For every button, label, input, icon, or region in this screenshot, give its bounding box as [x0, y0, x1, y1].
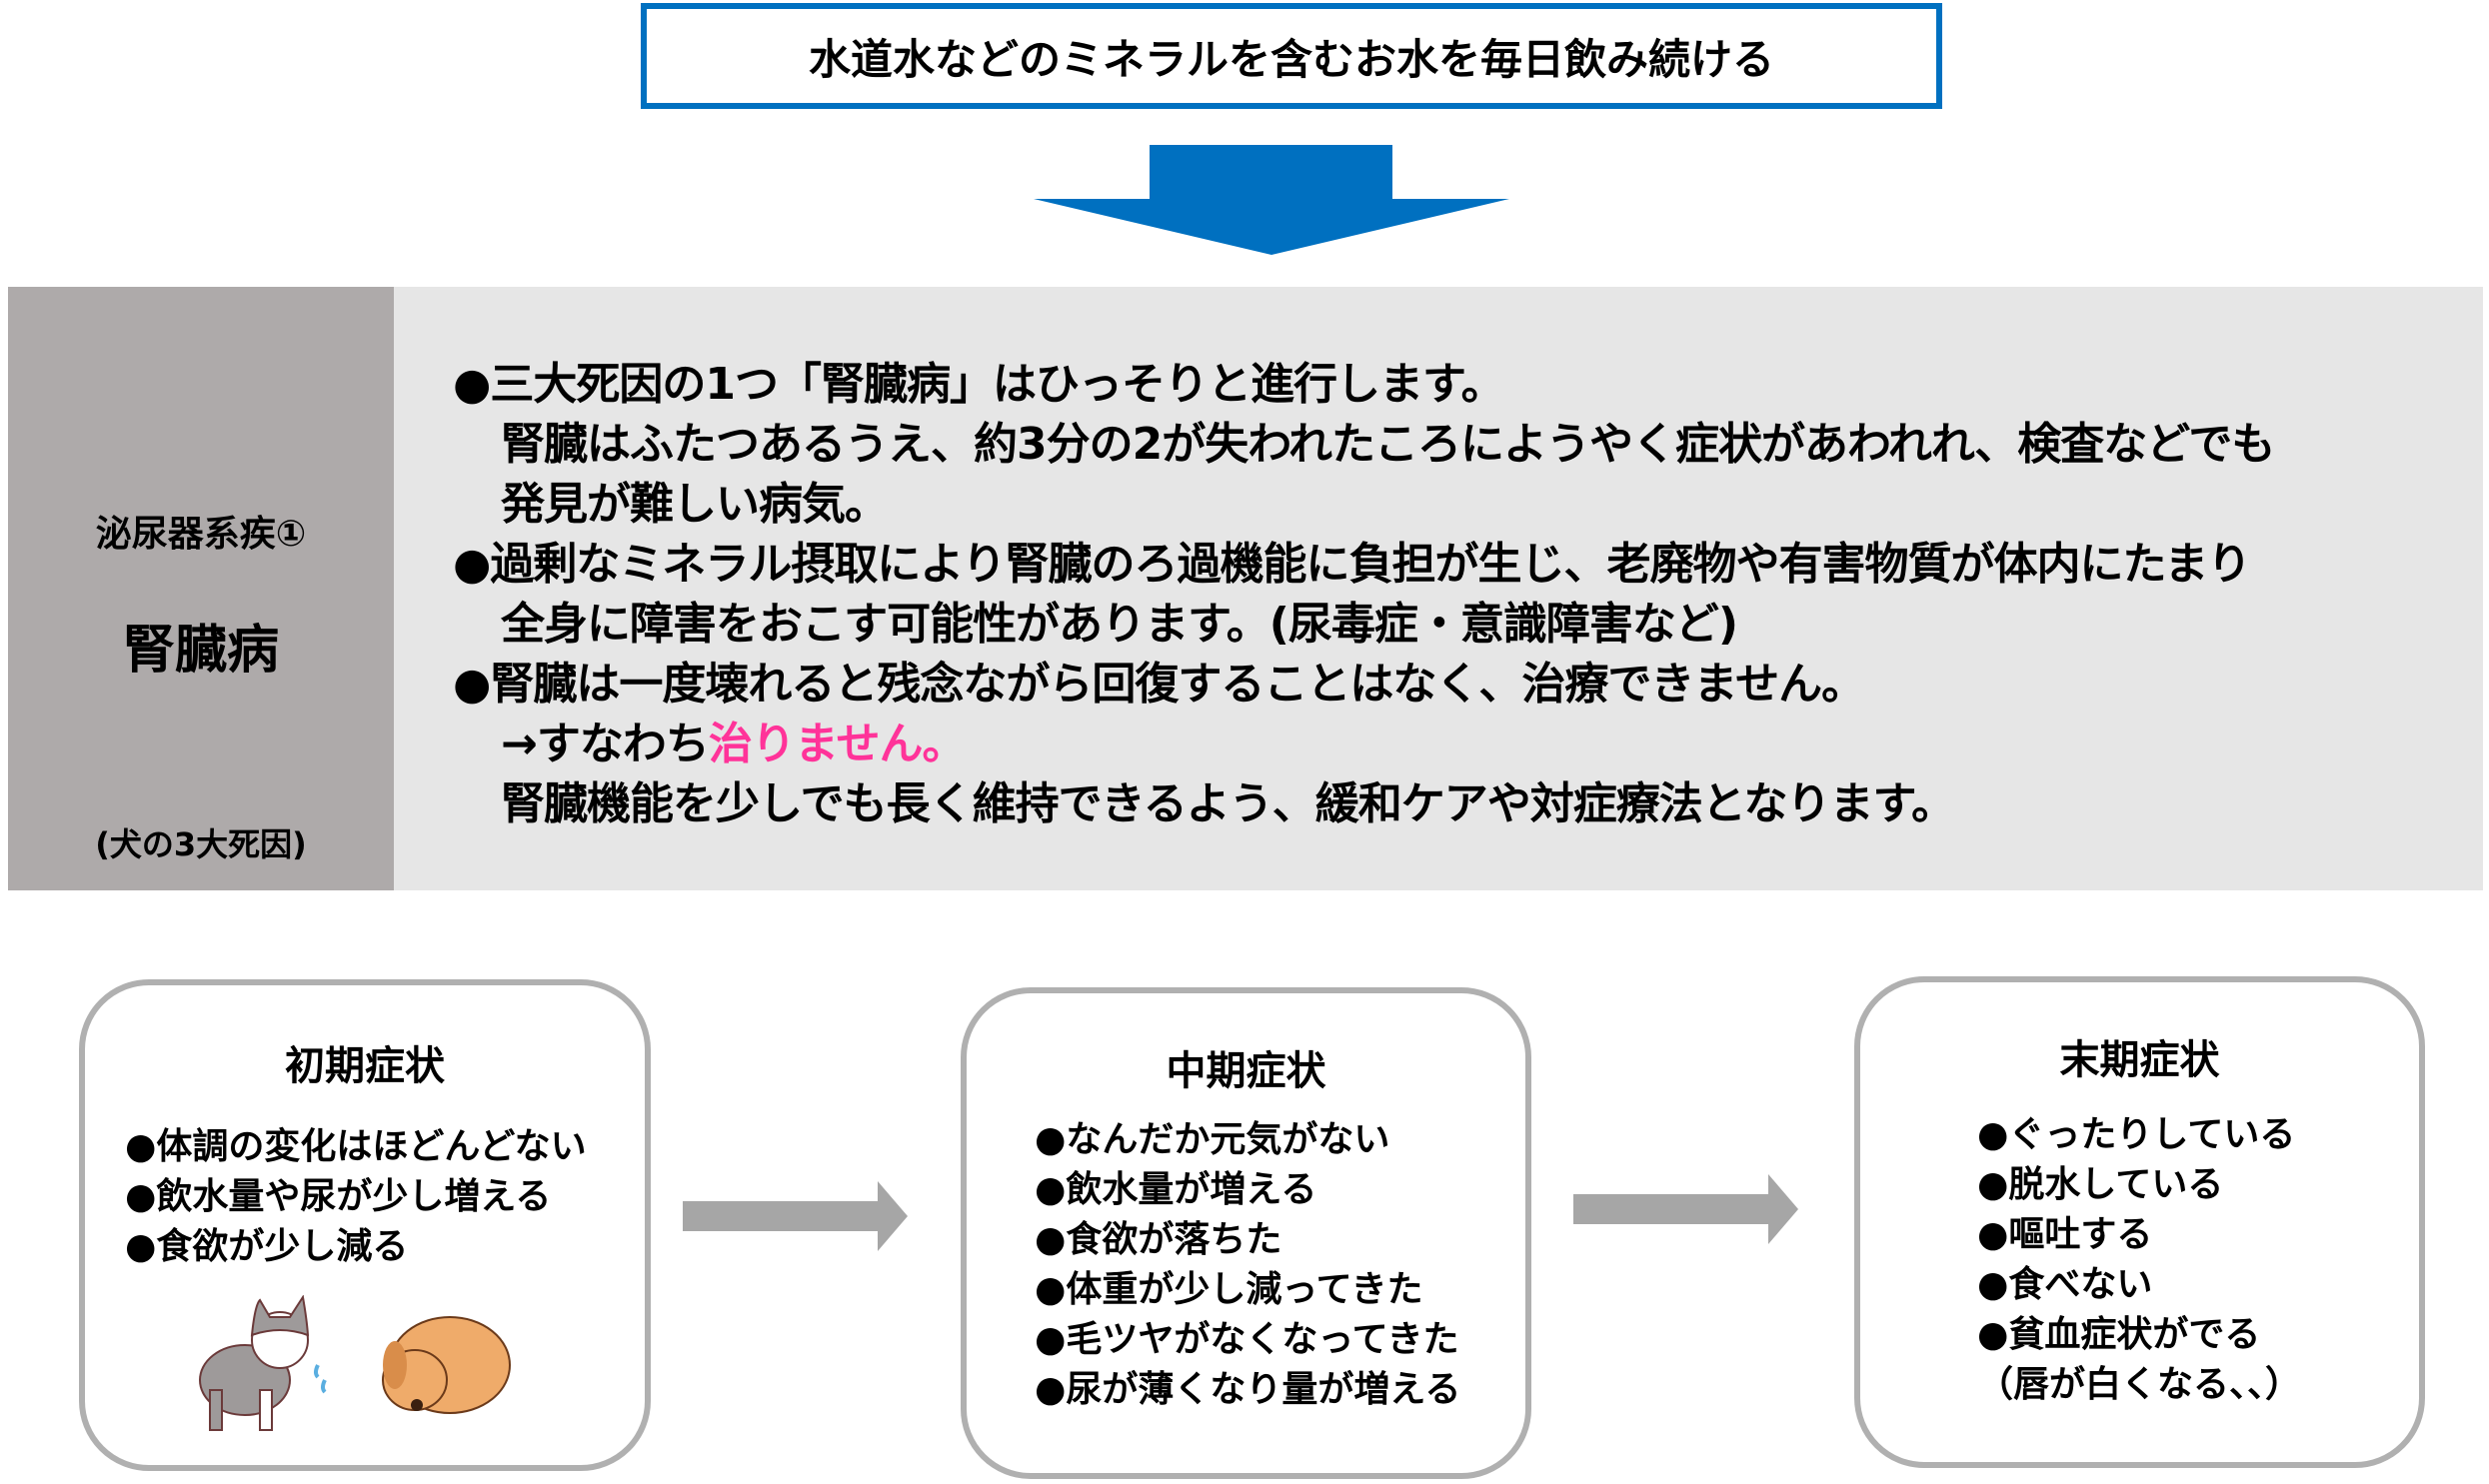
info-panel-side [8, 287, 394, 890]
down-arrow-icon [1034, 145, 1509, 255]
symptom-item: ●食欲が落ちた [1035, 1219, 1282, 1260]
symptom-item: ●貧血症状がでる [1977, 1314, 2261, 1355]
death-cause-note: (犬の3大死因) [95, 825, 307, 863]
symptom-item: ●毛ツヤがなくなってきた [1035, 1319, 1459, 1360]
desc-line: 全身に障害をおこす可能性があります。(尿毒症・意識障害など) [501, 599, 1738, 650]
stage-list: ●なんだか元気がない ●飲水量が増える ●食欲が落ちた ●体重が少し減ってきた ●毛ツヤ… [1035, 1115, 1460, 1415]
desc-text: →すなわち [501, 719, 710, 769]
symptom-item: ●脱水している [1977, 1164, 2224, 1205]
stage-title: 初期症状 [285, 1043, 445, 1089]
symptom-item: ●体調の変化はほどんどない [125, 1126, 587, 1167]
dog-icon [382, 1316, 511, 1414]
symptom-item: ●飲水量が増える [1035, 1169, 1317, 1210]
desc-line: ●過剰なミネラル摂取により腎臓のろ過機能に負担が生じ、老廃物や有害物質が体内にた… [453, 539, 2251, 590]
stage-card-early: 初期症状 ●体調の変化はほどんどない ●飲水量や尿が少し増える ●食欲が少し減る [79, 979, 651, 1471]
sick-pets-illustration [199, 1295, 511, 1431]
symptom-item: ●飲水量や尿が少し増える [125, 1176, 552, 1217]
symptom-item: ●ぐったりしている [1977, 1114, 2296, 1155]
stage-card-middle: 中期症状 ●なんだか元気がない ●飲水量が増える ●食欲が落ちた ●体重が少し減ってき… [961, 987, 1531, 1479]
main-description: ●三大死因の1つ「腎臓病」はひっそりと進行します。腎臓はふたつあるうえ、約3分の… [453, 355, 2472, 834]
desc-line: ●三大死因の1つ「腎臓病」はひっそりと進行します。 [453, 359, 1505, 410]
cat-icon [199, 1295, 327, 1431]
stage-card-late: 末期症状 ●ぐったりしている ●脱水している ●嘔吐する ●食べない ●貧血症状がでる （… [1854, 976, 2425, 1468]
header-title: 水道水などのミネラルを含むお水を毎日飲み続ける [808, 34, 1774, 84]
symptom-item: ●なんだか元気がない [1035, 1119, 1390, 1160]
stage-title: 中期症状 [1166, 1048, 1326, 1094]
desc-line: →すなわち治りません。 [453, 715, 2472, 774]
info-panel [8, 287, 2483, 890]
symptom-item: ●嘔吐する [1977, 1214, 2153, 1255]
disease-name: 腎臓病 [122, 621, 279, 681]
stage-list: ●ぐったりしている ●脱水している ●嘔吐する ●食べない ●貧血症状がでる （唇が白くな… [1977, 1110, 2301, 1410]
right-arrow-icon [1573, 1174, 1798, 1244]
symptom-item: ●尿が薄くなり量が増える [1035, 1369, 1461, 1410]
right-arrow-icon [683, 1181, 908, 1251]
desc-line: ●腎臓は一度壊れると残念ながら回復することはなく、治療できません。 [453, 659, 1865, 710]
category-label: 泌尿器系疾① [95, 514, 307, 555]
desc-line: 発見が難しい病気。 [501, 479, 889, 530]
highlight-text: 治りません。 [708, 719, 967, 769]
symptom-item: ●体重が少し減ってきた [1035, 1269, 1423, 1310]
header-banner: 水道水などのミネラルを含むお水を毎日飲み続ける [641, 3, 1942, 109]
stage-list: ●体調の変化はほどんどない ●飲水量や尿が少し増える ●食欲が少し減る [125, 1122, 587, 1272]
symptom-item: ●食べない [1977, 1264, 2153, 1305]
desc-line: 腎臓機能を少しでも長く維持できるよう、緩和ケアや対症療法となります。 [501, 778, 1955, 829]
stage-title: 末期症状 [2059, 1037, 2220, 1083]
desc-line: 腎臓はふたつあるうえ、約3分の2が失われたころにようやく症状があわれれ、検査など… [501, 419, 2275, 470]
symptom-item: （唇が白くなる、、） [1977, 1364, 2302, 1405]
symptom-item: ●食欲が少し減る [125, 1226, 409, 1267]
